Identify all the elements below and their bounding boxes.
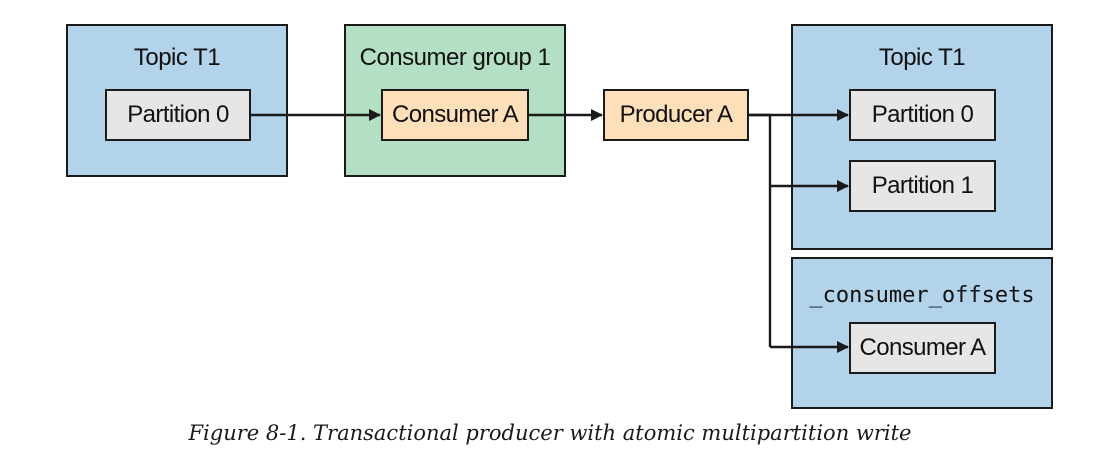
offsets-consumer-a-entry: Consumer A [849, 322, 996, 374]
target-partition-0: Partition 0 [849, 89, 996, 141]
producer-a-box: Producer A [603, 89, 749, 141]
source-partition-0: Partition 0 [105, 89, 251, 141]
figure-caption: Figure 8-1. Transactional producer with … [188, 421, 912, 445]
source-topic-container: Topic T1 [66, 24, 288, 177]
source-topic-title: Topic T1 [133, 44, 221, 71]
branch-connector [749, 113, 772, 347]
consumer-group-title: Consumer group 1 [359, 44, 551, 71]
target-topic-title: Topic T1 [878, 44, 966, 71]
consumer-a-box: Consumer A [381, 89, 529, 141]
consumer-offsets-title: _consumer_offsets [809, 283, 1035, 308]
target-partition-1: Partition 1 [849, 160, 996, 212]
